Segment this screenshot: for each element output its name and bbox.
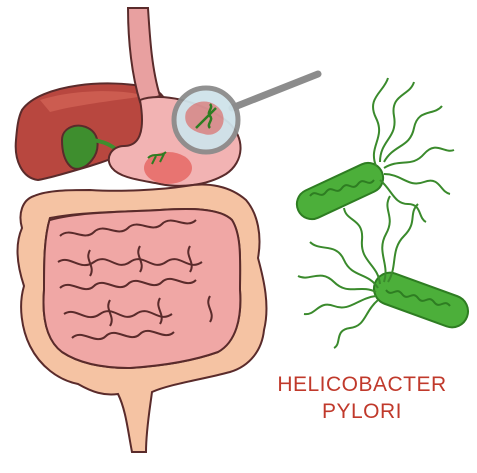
magnifying-glass-icon xyxy=(171,70,322,155)
small-intestine-icon xyxy=(42,208,242,370)
bacterium-icon xyxy=(297,195,470,349)
gallbladder-icon xyxy=(60,124,126,170)
bacterium-icon xyxy=(295,77,455,223)
caption-line-1: HELICOBACTER xyxy=(277,373,447,396)
caption-line-2: PYLORI xyxy=(321,400,403,423)
